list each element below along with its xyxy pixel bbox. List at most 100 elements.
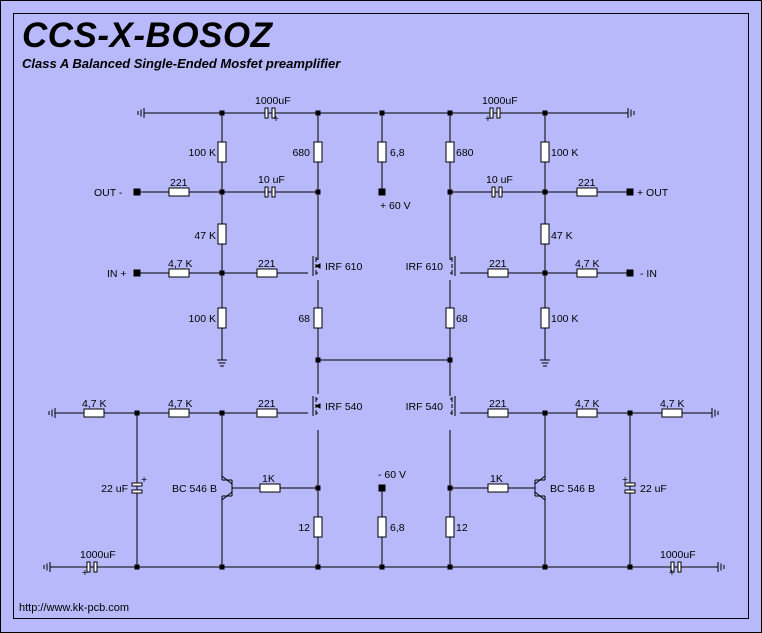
component-label: 12 (298, 522, 310, 534)
cap-10uF-left (271, 186, 276, 198)
junction-dot (627, 564, 633, 570)
component-label: 100 K (189, 313, 216, 325)
cap-plus-mark: + (273, 113, 279, 125)
junction-dot (315, 189, 321, 195)
component-label: 4,7 K (82, 398, 107, 410)
cap-1000uF-top-right (489, 107, 494, 119)
cap-10uF-label: 10 uF (258, 174, 285, 186)
junction-dot (447, 189, 453, 195)
junction-dot (447, 110, 453, 116)
irf610-left-arrow (314, 263, 321, 269)
cap-10uF-left (264, 186, 269, 198)
cap-1000uF-bottom-left (86, 561, 91, 573)
bc546b-right-emitter (534, 491, 546, 501)
resistor-12-left (313, 516, 323, 538)
bc546b-left-emitter (221, 491, 233, 501)
resistor-100k-top-left (217, 141, 227, 163)
resistor-221-out-left (168, 187, 190, 197)
resistor-12-right (445, 516, 455, 538)
junction-dot (542, 270, 548, 276)
junction-dot (315, 110, 321, 116)
irf540-right-label: IRF 540 (406, 401, 444, 413)
terminal (133, 188, 141, 196)
cap-1000uF-top-right (496, 107, 501, 119)
resistor-4-7k-bias2-left (168, 408, 190, 418)
resistor-221-gate-lower-right (487, 408, 509, 418)
cap-22uF-right (624, 482, 636, 487)
component-label: 6,8 (390, 522, 405, 534)
cap-1000uF-label: 1000uF (482, 95, 518, 107)
junction-dot (542, 189, 548, 195)
cap-10uF-right (498, 186, 503, 198)
cap-1000uF-bottom-right (677, 561, 682, 573)
resistor-221-out-right (576, 187, 598, 197)
cap-1000uF-label: 1000uF (660, 549, 696, 561)
cap-plus-mark: + (622, 474, 628, 486)
component-label: 100 K (551, 147, 578, 159)
page-title: CCS-X-BOSOZ (22, 16, 273, 55)
component-label: 1K (262, 473, 275, 485)
component-label: 221 (258, 398, 276, 410)
junction-dot (447, 564, 453, 570)
cap-1000uF-label: 1000uF (80, 549, 116, 561)
resistor-100k-bottom-right (540, 307, 550, 329)
cap-plus-mark: + (669, 567, 675, 579)
resistor-680-right (445, 141, 455, 163)
irf540-left-label: IRF 540 (325, 401, 363, 413)
cap-1000uF-bottom-left (93, 561, 98, 573)
cap-10uF-right (491, 186, 496, 198)
component-label: 100 K (189, 147, 216, 159)
page-subtitle: Class A Balanced Single-Ended Mosfet pre… (22, 56, 341, 71)
resistor-4-7k-in-right (576, 268, 598, 278)
bc546b-left-label: BC 546 B (172, 483, 217, 495)
resistor-6-8-bottom (377, 516, 387, 538)
junction-dot (447, 357, 453, 363)
component-label: 4,7 K (575, 258, 600, 270)
component-label: 221 (170, 177, 188, 189)
junction-dot (542, 110, 548, 116)
irf610-left-label: IRF 610 (325, 261, 363, 273)
component-label: 47 K (551, 230, 573, 242)
cap-plus-mark: + (485, 113, 491, 125)
component-label: 4,7 K (575, 398, 600, 410)
irf540-left-arrow (314, 403, 321, 409)
resistor-47k-left (217, 223, 227, 245)
junction-dot (379, 110, 385, 116)
component-label: 1K (490, 473, 503, 485)
resistor-6-8-top (377, 141, 387, 163)
junction-dot (134, 564, 140, 570)
output-plus-label: + OUT (637, 187, 669, 199)
junction-dot (219, 110, 225, 116)
terminal (626, 269, 634, 277)
junction-dot (134, 410, 140, 416)
junction-dot (219, 270, 225, 276)
input-minus-label: - IN (640, 268, 657, 280)
junction-dot (315, 357, 321, 363)
cap-22uF-label: 22 uF (640, 483, 667, 495)
component-label: 221 (489, 398, 507, 410)
bc546b-left-collector (221, 475, 233, 485)
component-label: 47 K (194, 230, 216, 242)
resistor-1k-left (259, 483, 281, 493)
terminal (626, 188, 634, 196)
resistor-221-gate-lower-left (256, 408, 278, 418)
resistor-100k-top-right (540, 141, 550, 163)
cap-1000uF-top-left (271, 107, 276, 119)
component-label: 221 (258, 258, 276, 270)
resistor-68-left (313, 307, 323, 329)
resistor-221-gate-right (487, 268, 509, 278)
component-label: 68 (456, 313, 468, 325)
terminal (378, 484, 386, 492)
junction-dot (627, 410, 633, 416)
cap-plus-mark: + (82, 567, 88, 579)
component-label: 4,7 K (168, 258, 193, 270)
bc546b-right-collector (534, 475, 546, 485)
component-label: 221 (489, 258, 507, 270)
junction-dot (219, 410, 225, 416)
resistor-4-7k-bias2-right (576, 408, 598, 418)
footer-url: http://www.kk-pcb.com (19, 602, 130, 614)
cap-22uF-label: 22 uF (101, 483, 128, 495)
resistor-47k-right (540, 223, 550, 245)
resistor-4-7k-in-left (168, 268, 190, 278)
